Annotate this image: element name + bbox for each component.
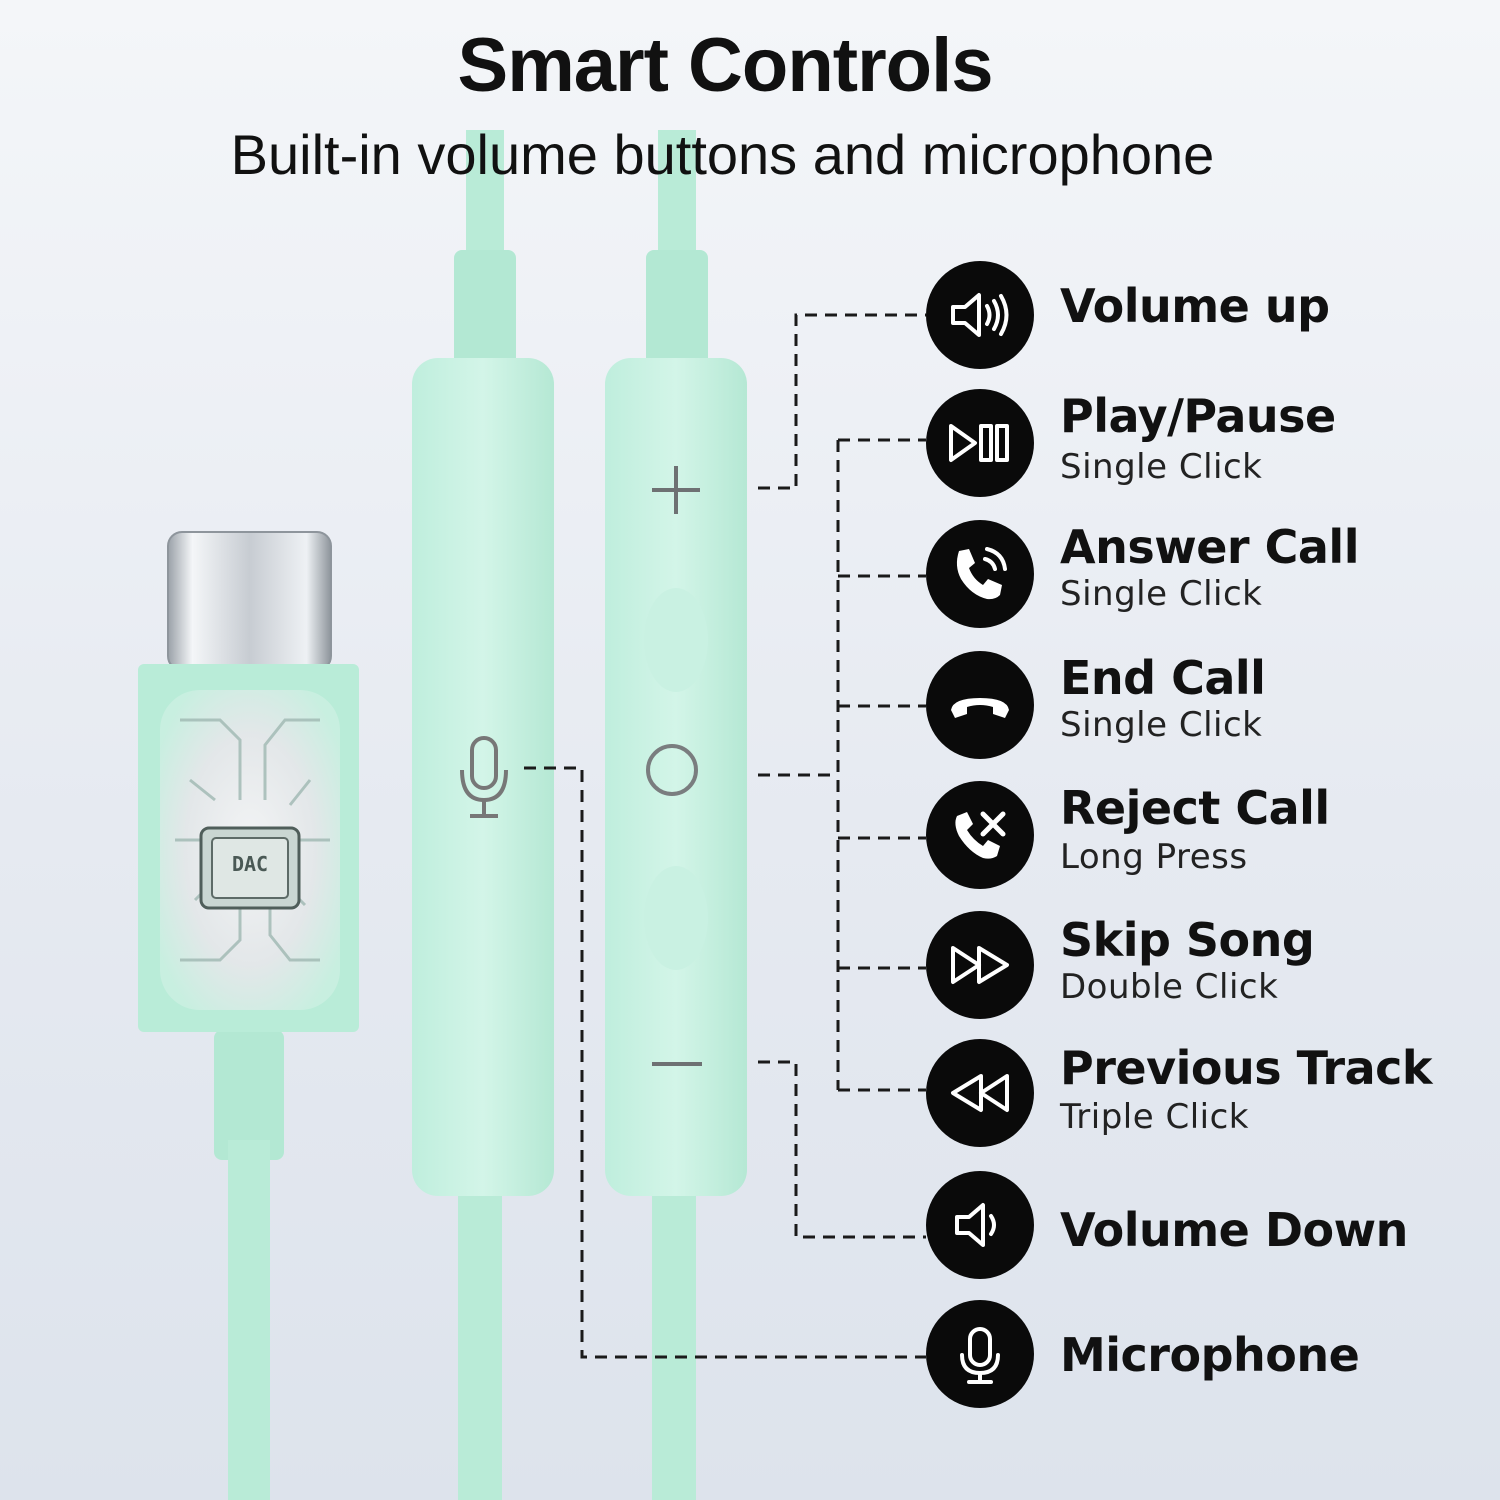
control-skip-song: Skip Song Double Click [926, 911, 1486, 1021]
control-play-pause: Play/Pause Single Click [926, 389, 1486, 499]
control-label: Microphone [1060, 1328, 1360, 1382]
control-action: Single Click [1060, 574, 1263, 614]
connector-cable [214, 1030, 284, 1160]
leader-lines [524, 313, 926, 1359]
control-volume-up: Volume up [926, 261, 1486, 371]
remote-button-lower [644, 866, 708, 970]
control-label: Previous Track [1060, 1041, 1433, 1095]
control-label: End Call [1060, 651, 1266, 705]
play-pause-icon [926, 389, 1034, 497]
right-cable-sleeve [646, 250, 708, 370]
previous-track-icon [926, 1039, 1034, 1147]
microphone-icon [926, 1300, 1034, 1408]
page-subtitle: Built-in volume buttons and microphone [230, 123, 1215, 186]
control-action: Double Click [1060, 967, 1279, 1007]
volume-down-icon [926, 1171, 1034, 1279]
connector-cable-lower [228, 1140, 270, 1500]
control-end-call: End Call Single Click [926, 651, 1486, 761]
control-label: Reject Call [1060, 781, 1330, 835]
control-answer-call: Answer Call Single Click [926, 520, 1486, 630]
control-action: Long Press [1060, 837, 1248, 877]
mic-housing [412, 358, 554, 1196]
control-label: Volume Down [1060, 1203, 1408, 1257]
left-cable-sleeve [454, 250, 516, 370]
control-action: Triple Click [1060, 1097, 1249, 1137]
control-action: Single Click [1060, 447, 1263, 487]
skip-song-icon [926, 911, 1034, 1019]
control-label: Answer Call [1060, 520, 1359, 574]
control-label: Play/Pause [1060, 389, 1336, 443]
answer-call-icon [926, 520, 1034, 628]
page-title: Smart Controls [457, 23, 994, 108]
remote-center-button-ring [646, 744, 698, 796]
remote-housing [605, 358, 747, 1196]
reject-call-icon [926, 781, 1034, 889]
circuit-pattern [175, 718, 330, 962]
left-cable-bottom [458, 1180, 502, 1500]
end-call-icon [926, 651, 1034, 759]
control-reject-call: Reject Call Long Press [926, 781, 1486, 891]
remote-button-upper [644, 588, 708, 692]
right-cable-bottom [652, 1180, 696, 1500]
control-previous-track: Previous Track Triple Click [926, 1039, 1486, 1149]
volume-up-icon [926, 261, 1034, 369]
control-label: Skip Song [1060, 913, 1315, 967]
usb-c-plug [168, 532, 331, 670]
remote-mic-symbol [460, 736, 508, 818]
control-action: Single Click [1060, 705, 1263, 745]
dac-chip-label: DAC [231, 852, 269, 876]
control-volume-down: Volume Down [926, 1171, 1486, 1281]
control-microphone: Microphone [926, 1300, 1486, 1410]
control-label: Volume up [1060, 279, 1330, 333]
